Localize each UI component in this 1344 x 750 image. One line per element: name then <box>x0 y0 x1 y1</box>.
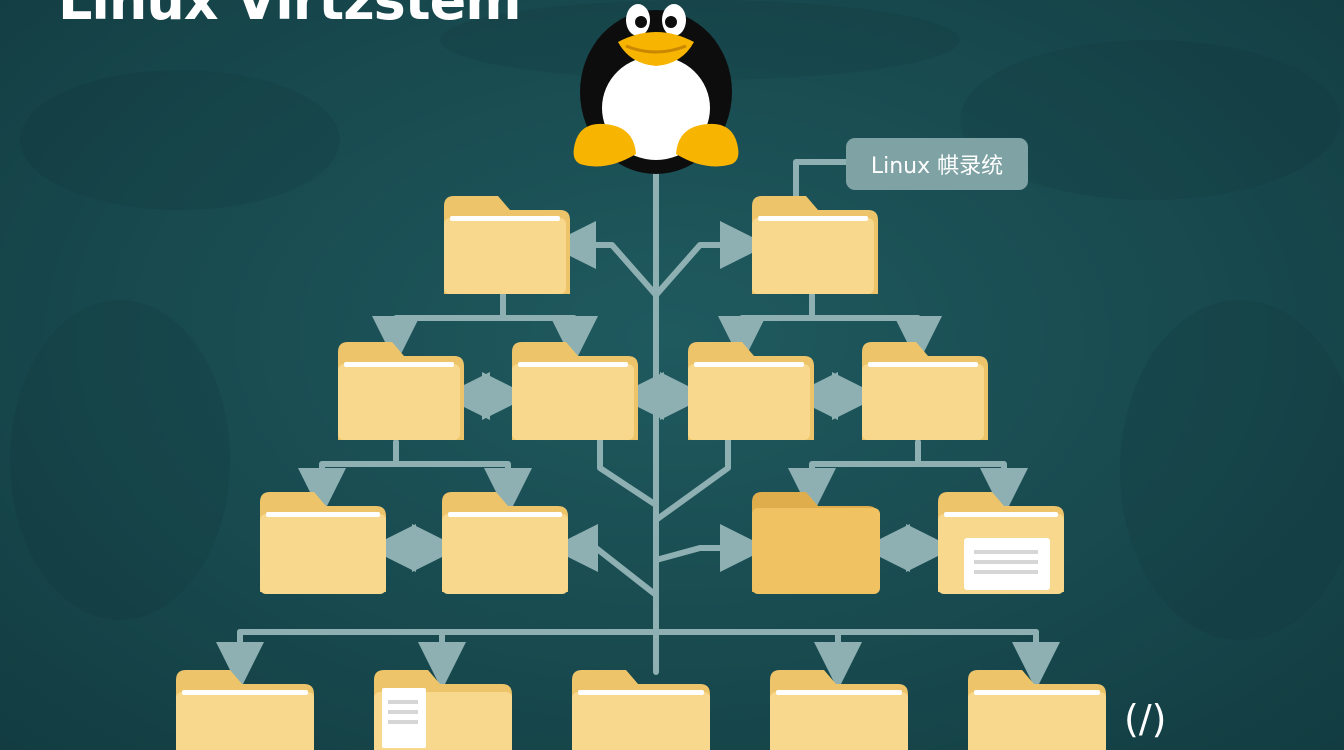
document-icon <box>964 538 1050 590</box>
folder-dark-icon[interactable] <box>752 492 880 594</box>
folders <box>176 196 1106 750</box>
tree-connectors <box>216 159 1060 690</box>
tux-penguin-icon <box>573 4 739 174</box>
folder-icon[interactable] <box>752 196 878 294</box>
connector-l1-right <box>718 315 942 364</box>
background-texture <box>10 0 1344 640</box>
connector-l1-left <box>372 315 598 364</box>
folder-icon[interactable] <box>572 670 710 750</box>
folder-icon[interactable] <box>338 342 464 440</box>
folder-icon[interactable] <box>770 670 908 750</box>
folder-icon[interactable] <box>688 342 814 440</box>
folder-icon[interactable] <box>176 670 314 750</box>
folder-icon[interactable] <box>968 670 1106 750</box>
callout-label: Linux 帺录统 <box>846 138 1028 190</box>
folder-icon[interactable] <box>512 342 638 440</box>
branch-to-right-folder <box>653 221 768 298</box>
document-icon <box>382 688 426 748</box>
folder-icon[interactable] <box>444 196 570 294</box>
branch-to-left-folder <box>548 221 659 298</box>
folder-icon[interactable] <box>862 342 988 440</box>
page-title: Linux Virtzstem <box>58 0 522 32</box>
folder-with-document-icon[interactable] <box>374 670 512 750</box>
folder-with-document-icon[interactable] <box>938 492 1064 594</box>
folder-icon[interactable] <box>260 492 386 594</box>
root-directory-label: (/) <box>1124 697 1167 741</box>
folder-icon[interactable] <box>442 492 568 594</box>
